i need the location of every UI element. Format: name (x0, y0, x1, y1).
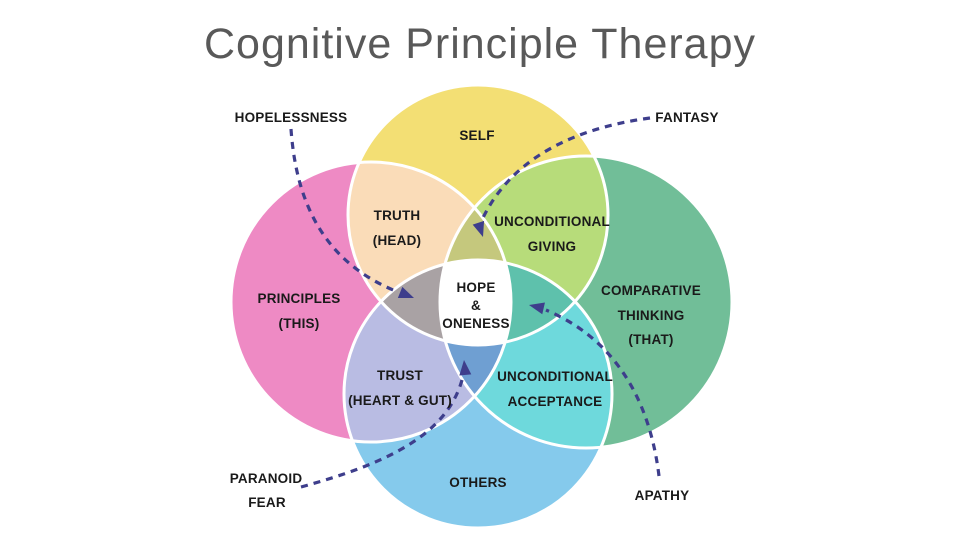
hope-label-line2: & (471, 298, 481, 313)
self-circle-outline (346, 83, 610, 347)
apathy-arrow-line (545, 308, 661, 477)
paranoid-fear-arrow-line (300, 379, 464, 489)
paranoid-fear-label-line1: PARANOID (230, 471, 303, 486)
paranoid-fear-arrow (300, 360, 472, 489)
hopelessness-arrowhead (397, 286, 414, 298)
apathy-arrow (529, 302, 661, 477)
giving-label-line2: GIVING (528, 239, 576, 254)
others-label: OTHERS (449, 475, 506, 490)
hopelessness-arrow (289, 128, 414, 298)
principles-label-line1: PRINCIPLES (257, 291, 340, 306)
acceptance-label-line2: ACCEPTANCE (508, 394, 603, 409)
fantasy-arrow-line (479, 116, 651, 223)
hope-label-line1: HOPE (456, 280, 495, 295)
truth-label-line1: TRUTH (374, 208, 421, 223)
principles-label-line2: (THIS) (279, 316, 320, 331)
apathy-label: APATHY (635, 488, 690, 503)
hopelessness-label: HOPELESSNESS (235, 110, 348, 125)
fantasy-arrowhead (472, 220, 485, 237)
paranoid-fear-label-line2: FEAR (248, 495, 286, 510)
fantasy-label: FANTASY (655, 110, 718, 125)
acceptance-label-line1: UNCONDITIONAL (497, 369, 613, 384)
comparative-label-line3: (THAT) (628, 332, 673, 347)
page-title: Cognitive Principle Therapy (204, 20, 756, 68)
hope-label-line3: ONENESS (442, 316, 509, 331)
comparative-circle-outline (438, 154, 734, 450)
comparative-label-line2: THINKING (618, 308, 685, 323)
trust-label-line2: (HEART & GUT) (348, 393, 452, 408)
truth-label-line2: (HEAD) (373, 233, 421, 248)
self-label: SELF (459, 128, 494, 143)
giving-label-line1: UNCONDITIONAL (494, 214, 610, 229)
comparative-label-line1: COMPARATIVE (601, 283, 701, 298)
principles-circle-outline (229, 160, 513, 444)
others-circle-outline (342, 258, 614, 530)
trust-label-line1: TRUST (377, 368, 424, 383)
apathy-arrowhead (529, 302, 545, 315)
fantasy-arrow (472, 116, 651, 237)
paranoid-fear-arrowhead (459, 360, 472, 376)
